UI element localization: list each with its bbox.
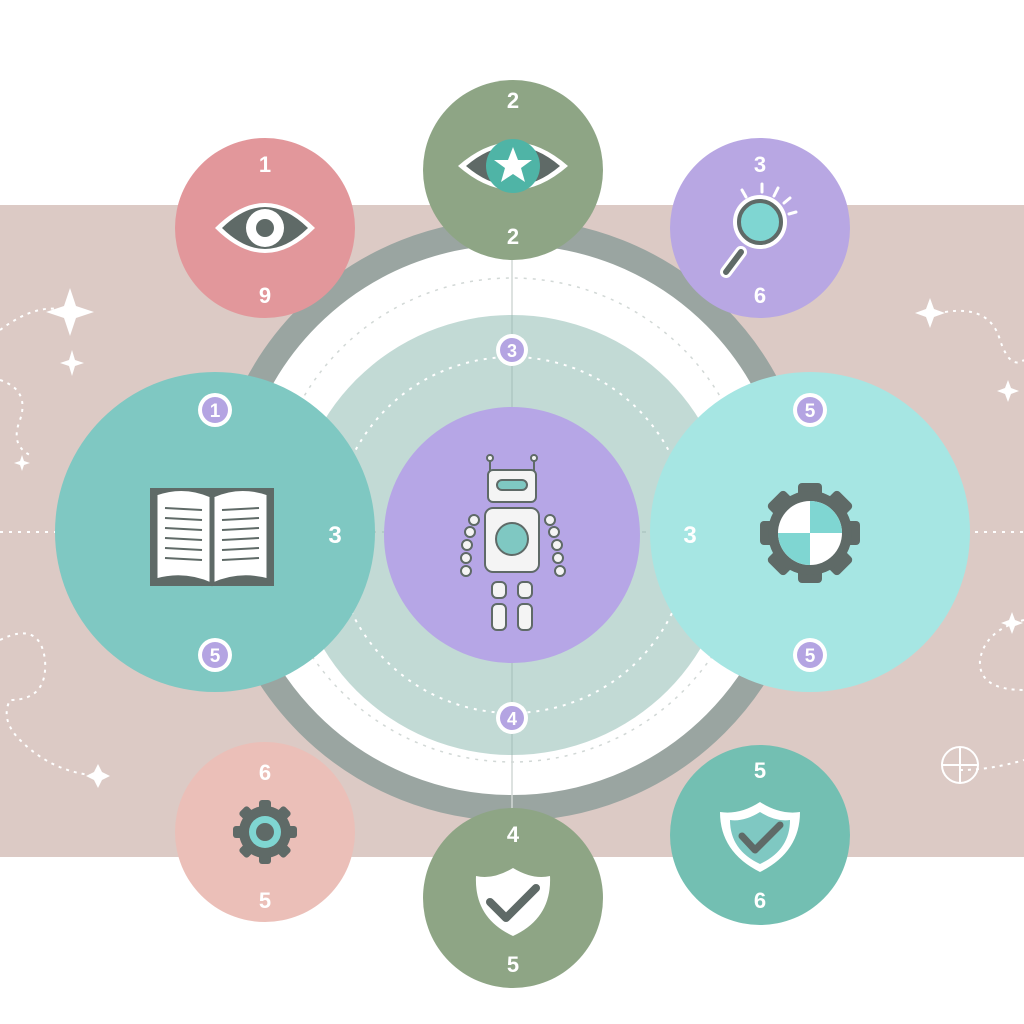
svg-text:5: 5 — [210, 646, 221, 667]
star-eye-icon — [458, 139, 568, 193]
svg-text:4: 4 — [507, 822, 520, 847]
sparkle-decorations — [14, 288, 1023, 788]
svg-text:5: 5 — [754, 758, 766, 783]
svg-text:1: 1 — [210, 401, 221, 422]
node-bottom: 4 5 — [423, 808, 603, 988]
svg-text:6: 6 — [754, 888, 766, 913]
svg-text:3: 3 — [754, 152, 766, 177]
magnifier-icon — [720, 182, 798, 278]
node-top: 2 2 — [423, 80, 603, 260]
node-right-badge-top: 5 — [793, 393, 827, 427]
node-left-side-label: 3 — [328, 522, 341, 549]
gear-icon — [233, 800, 297, 864]
node-left: 1 5 3 — [55, 372, 375, 692]
node-top-right: 3 6 — [670, 138, 850, 318]
svg-text:5: 5 — [259, 888, 271, 913]
node-bottom-left: 6 5 — [175, 742, 355, 922]
svg-text:5: 5 — [507, 952, 519, 977]
node-left-badge-bottom: 5 — [198, 638, 232, 672]
node-right-badge-bottom: 5 — [793, 638, 827, 672]
svg-text:4: 4 — [507, 709, 517, 729]
robot-icon — [460, 454, 566, 631]
svg-text:2: 2 — [507, 224, 519, 249]
center-badge-top: 3 — [496, 334, 528, 366]
svg-text:9: 9 — [259, 283, 271, 308]
svg-text:6: 6 — [259, 760, 271, 785]
svg-text:6: 6 — [754, 283, 766, 308]
svg-text:1: 1 — [259, 152, 271, 177]
svg-text:5: 5 — [805, 646, 816, 667]
globe-decoration-icon — [941, 746, 979, 784]
node-bottom-right: 5 6 — [670, 745, 850, 925]
center-badge-bottom: 4 — [496, 702, 528, 734]
shield-check-icon — [475, 868, 551, 936]
svg-text:3: 3 — [507, 341, 517, 361]
eye-icon — [215, 203, 315, 253]
node-right: 5 5 3 — [650, 372, 970, 692]
shield-check-icon — [720, 802, 800, 872]
node-right-side-label: 3 — [683, 522, 696, 549]
gear-icon — [760, 483, 860, 583]
svg-text:2: 2 — [507, 88, 519, 113]
open-book-icon — [150, 488, 274, 587]
node-left-badge-top: 1 — [198, 393, 232, 427]
svg-text:5: 5 — [805, 401, 816, 422]
node-top-left: 1 9 — [175, 138, 355, 318]
dotted-swirls — [0, 307, 1024, 776]
